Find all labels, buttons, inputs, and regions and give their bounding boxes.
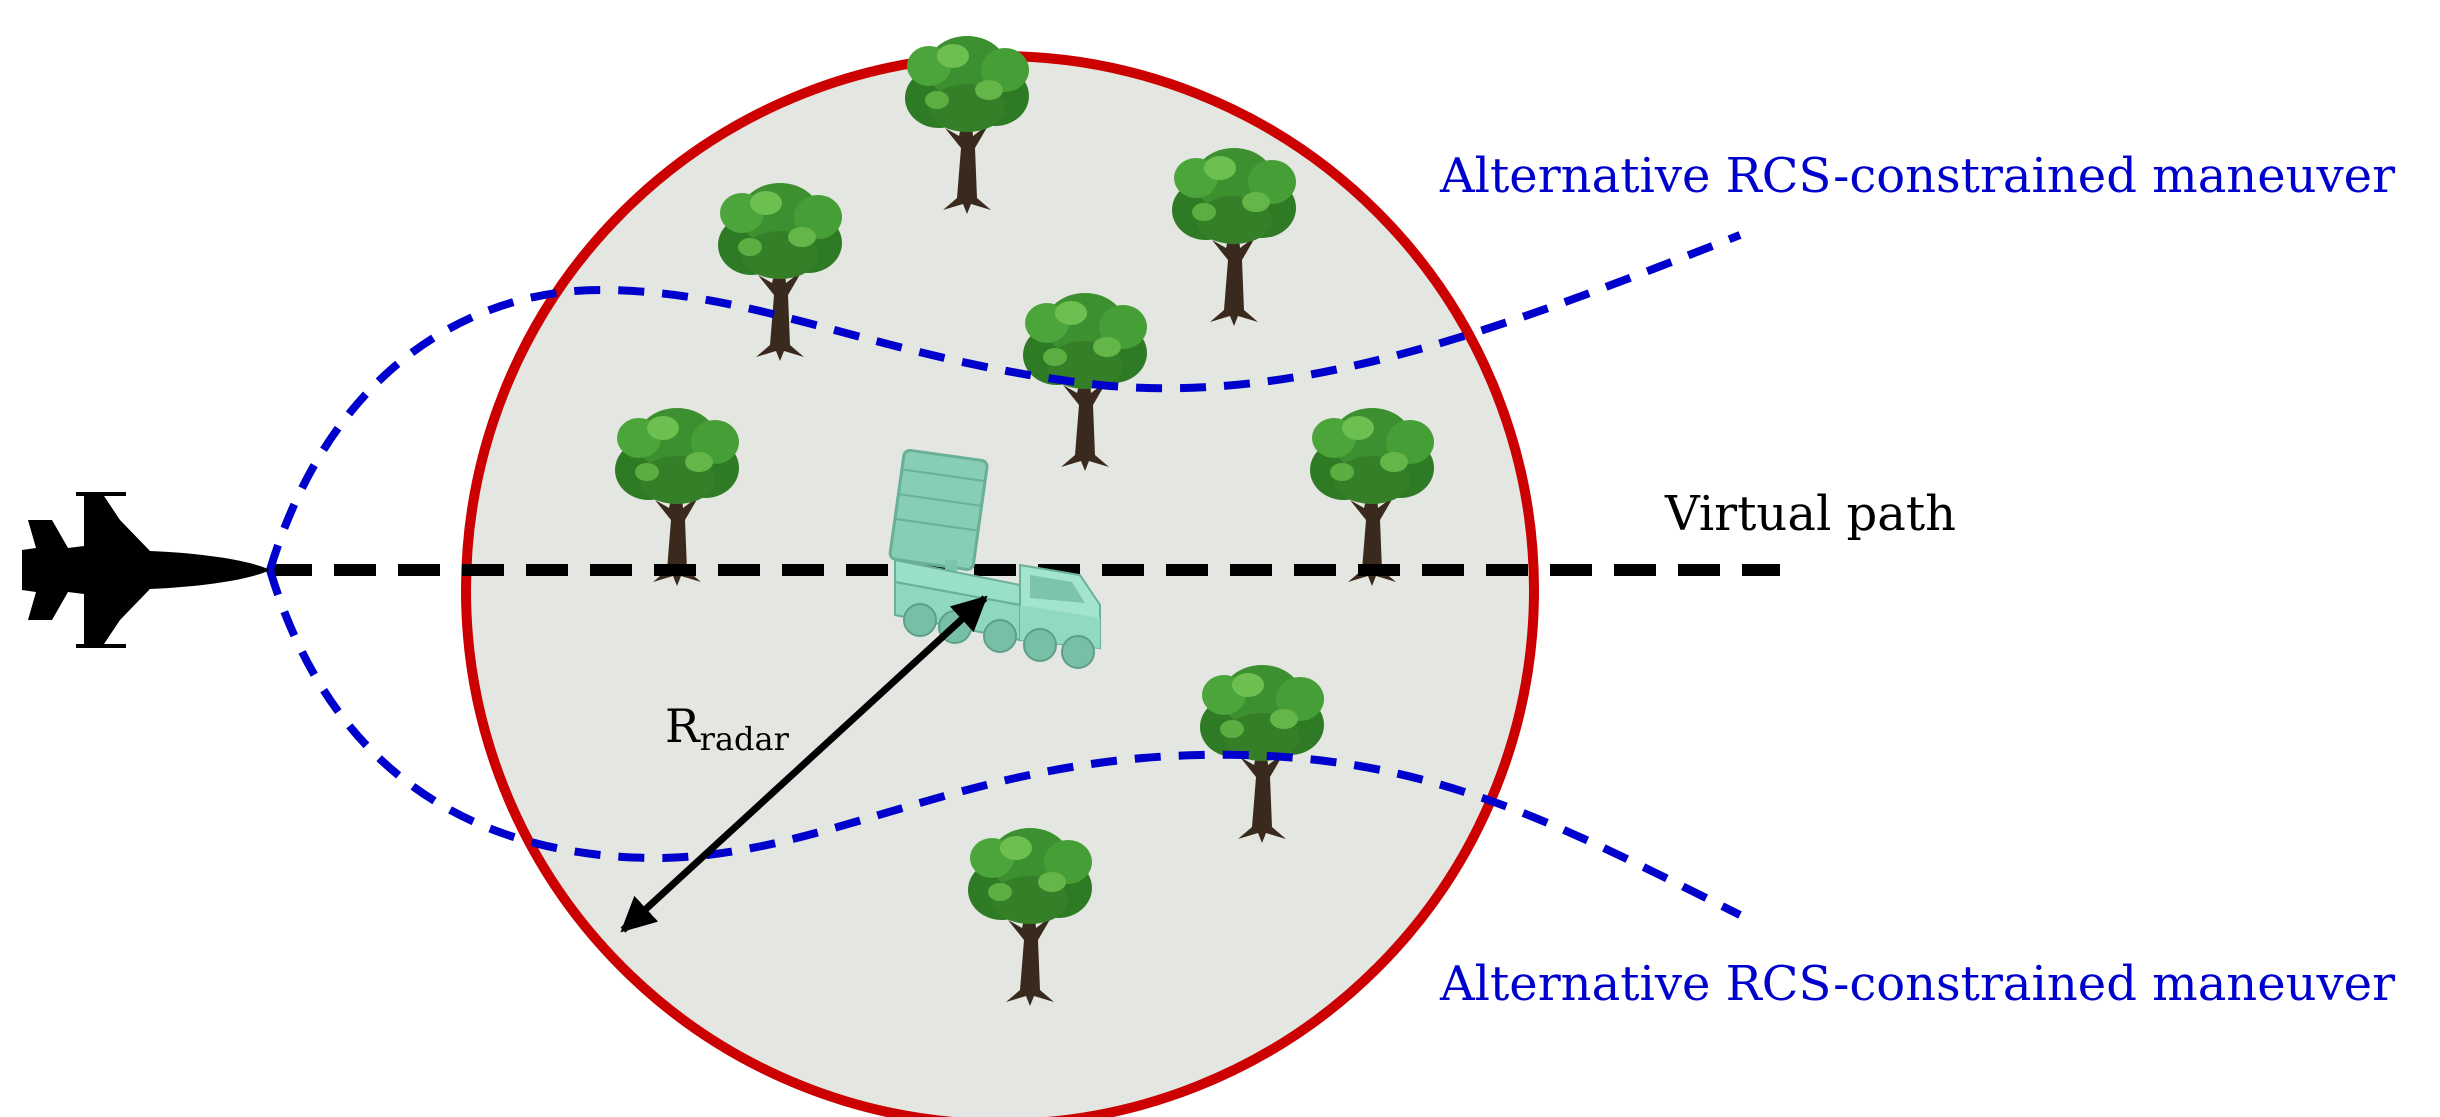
- radar-radius-label: Rradar: [665, 699, 790, 758]
- maneuver-label-top: Alternative RCS-constrained maneuver: [1439, 148, 2395, 204]
- maneuver-path-top: [266, 231, 1742, 572]
- maneuver-label-bottom: Alternative RCS-constrained maneuver: [1439, 956, 2395, 1012]
- radius-symbol: R: [665, 699, 701, 753]
- fighter-jet-icon: [22, 492, 270, 648]
- virtual-path-label: Virtual path: [1664, 486, 1956, 542]
- radar-radius-arrow: [620, 595, 988, 933]
- maneuver-path-bottom: [266, 568, 1742, 919]
- radius-subscript: radar: [700, 720, 790, 758]
